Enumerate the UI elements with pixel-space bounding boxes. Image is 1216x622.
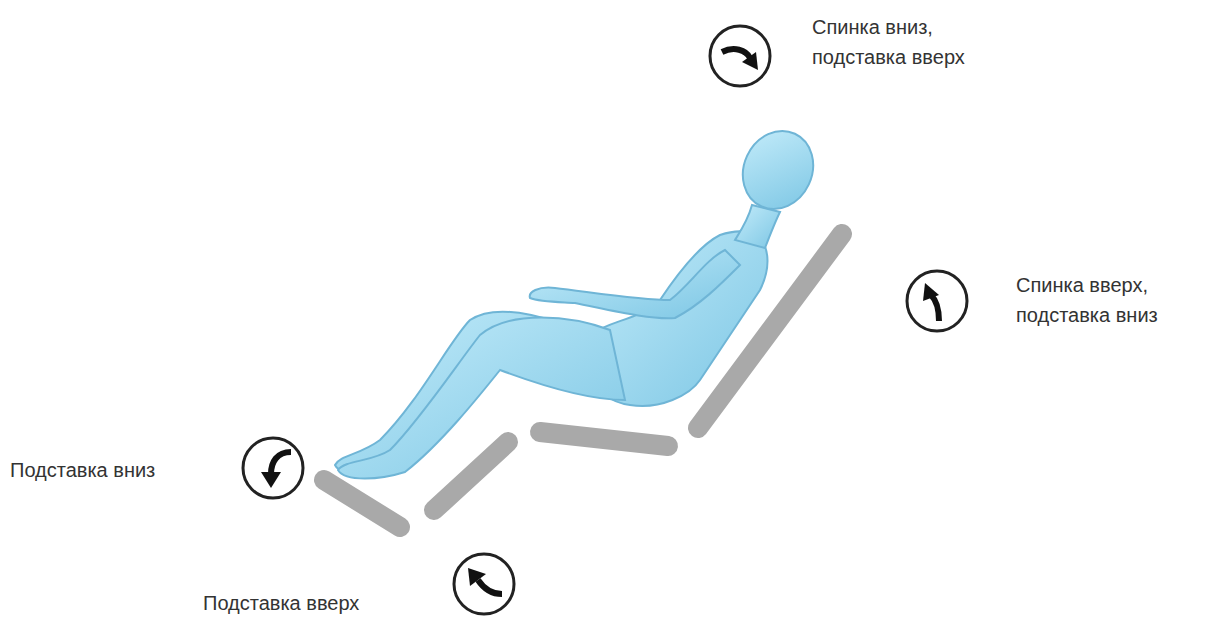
arrow-icon <box>454 554 514 614</box>
arrow-icons <box>243 26 967 614</box>
callout-label: Подставка вверх <box>203 588 443 618</box>
callout-label: Спинка вверх, подставка вниз <box>1016 270 1206 330</box>
callout-label: Подставка вниз <box>10 455 210 485</box>
human-figure <box>335 119 826 478</box>
arrow-icon <box>710 26 770 86</box>
arrow-icon <box>243 438 303 498</box>
arrow-icon <box>907 271 967 331</box>
callout-label: Спинка вниз, подставка вверх <box>812 12 1012 72</box>
